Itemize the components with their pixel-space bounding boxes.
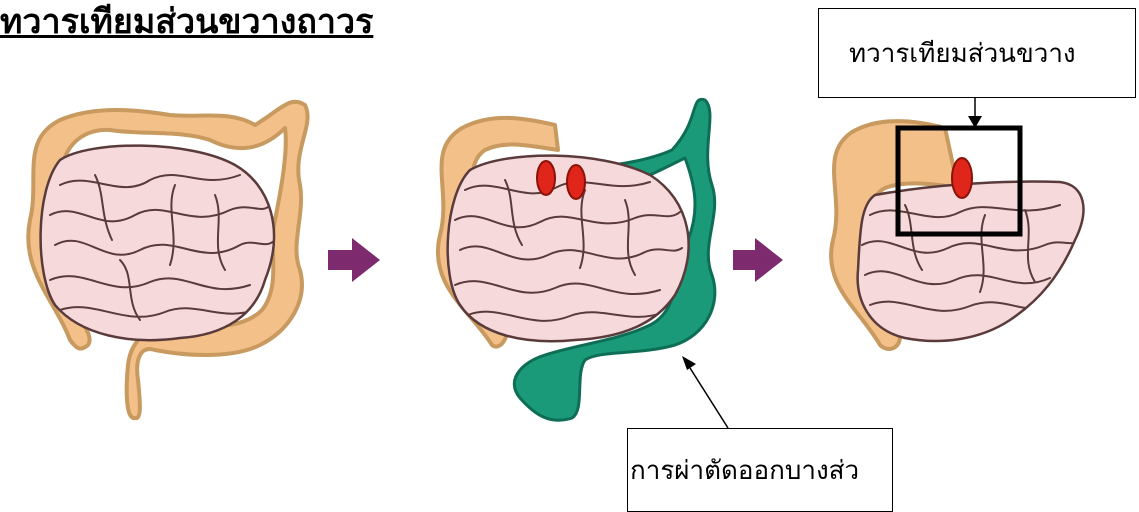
- cut-end-left: [537, 161, 555, 195]
- stoma: [952, 158, 972, 198]
- cut-end-right: [567, 165, 585, 199]
- panel-resection: [438, 99, 715, 420]
- panel-full-colon: [28, 102, 307, 418]
- pointer-arrowhead-bottom: [682, 356, 696, 370]
- panel-transverse-colostomy: [831, 121, 1083, 349]
- arrow-right-icon: [328, 238, 380, 282]
- callout-transverse-colostomy: ทวารเทียมส่วนขวาง: [818, 8, 1136, 98]
- arrow-right-icon: [733, 238, 783, 282]
- callout-partial-resection: การผ่าตัดออกบางส่ว: [627, 428, 893, 512]
- small-intestine: [858, 182, 1084, 341]
- pointer-line-bottom: [690, 368, 728, 428]
